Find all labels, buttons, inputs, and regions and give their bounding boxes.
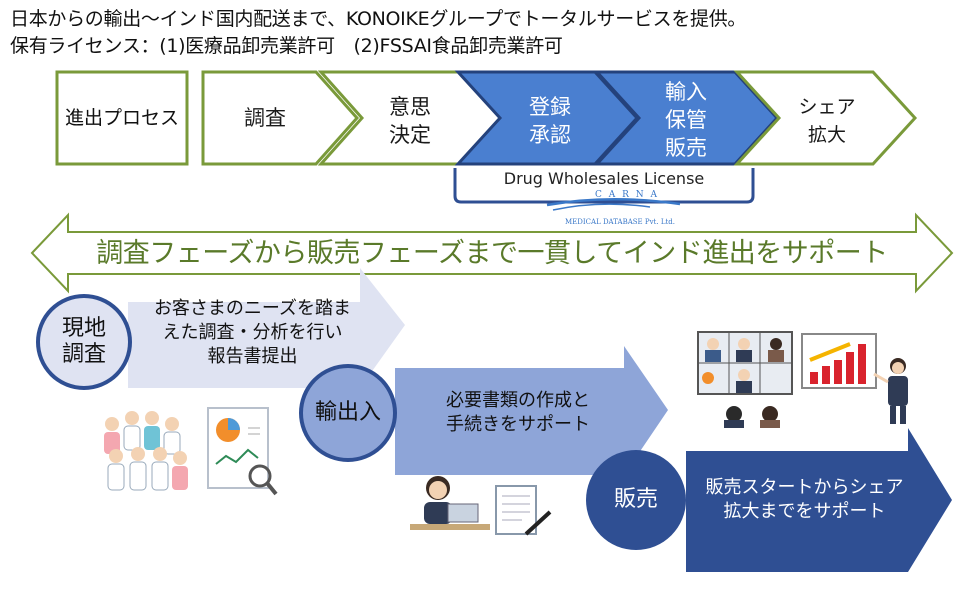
step-research-chevron xyxy=(201,70,360,166)
carna-swoosh xyxy=(546,198,681,207)
banner-double-arrow xyxy=(30,212,954,294)
phase-import-description: 必要書類の作成と 手続きをサポート xyxy=(446,390,590,435)
phase-sales-description: 販売スタートからシェア 拡大までをサポート xyxy=(705,477,904,522)
step-registration-label: 登録 承認 xyxy=(529,95,571,147)
phase-research-arrow xyxy=(128,268,405,388)
woman-laptop-icon xyxy=(410,476,490,530)
header-line-2: 保有ライセンス：(1)医療品卸売業許可 (2)FSSAI食品卸売業許可 xyxy=(10,35,563,57)
phase-import-circle: 輸出入 xyxy=(299,364,397,462)
phase-research-description: お客さまのニーズを踏ま えた調査・分析を行い 報告書提出 xyxy=(153,298,352,367)
header-line-1: 日本からの輸出〜インド国内配送まで、KONOIKEグループでトータルサービスを提… xyxy=(10,8,747,30)
phase-sales-arrow xyxy=(686,428,952,572)
license-bracket xyxy=(453,168,755,204)
report-chart-icon xyxy=(207,407,278,496)
process-label-box xyxy=(55,70,189,166)
document-pen-icon xyxy=(495,485,552,536)
step-share-chevron xyxy=(733,70,918,166)
phase-research-circle: 現地 調査 xyxy=(36,294,132,390)
phase-sales-circle: 販売 xyxy=(586,450,686,550)
step-research-label: 調査 xyxy=(244,106,286,130)
banner-text: 調査フェーズから販売フェーズまで一貫してインド進出をサポート xyxy=(96,238,888,269)
phase-import-name: 輸出入 xyxy=(314,400,381,425)
phase-import-arrow xyxy=(395,346,668,475)
step-decision-label: 意思 決定 xyxy=(389,95,431,147)
process-label: 進出プロセス xyxy=(64,107,179,129)
presentation-chart-icon xyxy=(801,333,908,424)
step-share-label: シェア 拡大 xyxy=(798,96,856,146)
carna-logo-name: C A R N A xyxy=(595,190,659,200)
carna-logo-sub: MEDICAL DATABASE Pvt. Ltd. xyxy=(565,218,675,226)
medical-team-icon xyxy=(104,411,188,491)
step-import-label: 輸入 保管 販売 xyxy=(665,80,707,160)
video-meeting-icon xyxy=(697,331,793,428)
phase-research-name: 現地 調査 xyxy=(61,316,106,367)
phase-sales-name: 販売 xyxy=(613,487,658,512)
license-label: Drug Wholesales License xyxy=(503,169,705,188)
